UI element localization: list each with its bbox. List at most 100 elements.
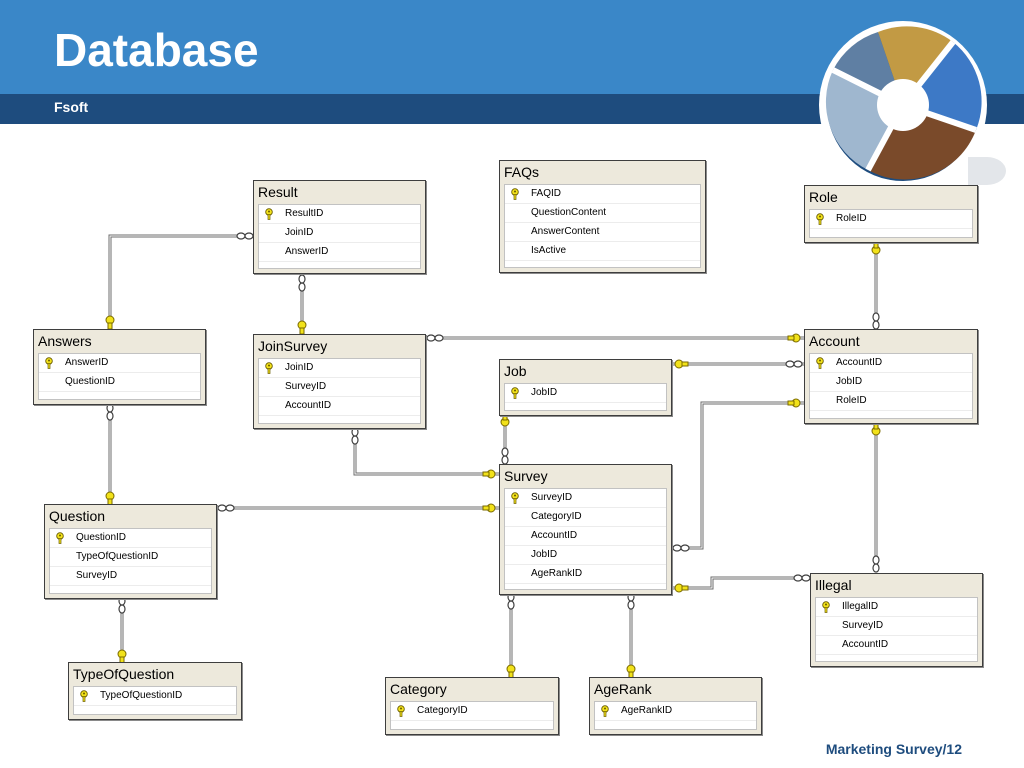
column-row[interactable]: AccountID [505,527,666,546]
row-gutter [505,223,523,241]
row-gutter [50,548,68,566]
row-gutter [816,636,834,654]
column-row[interactable]: IllegalID [816,598,977,617]
row-gutter [391,702,409,720]
row-gutter [259,224,277,242]
column-row[interactable]: IsActive [505,242,700,261]
column-list: JobID [504,383,667,411]
table-title: Answers [38,333,92,349]
column-row[interactable]: AgeRankID [595,702,756,721]
column-row[interactable]: SurveyID [816,617,977,636]
table-title: Category [390,681,447,697]
column-row[interactable]: JobID [505,546,666,565]
column-name: ResultID [285,208,324,219]
row-gutter [50,567,68,585]
column-name: TypeOfQuestionID [76,551,159,562]
column-row[interactable]: ResultID [259,205,420,224]
column-row[interactable]: RoleID [810,392,972,411]
infinity-end [217,504,227,512]
column-row[interactable]: QuestionID [39,373,200,392]
row-gutter [816,617,834,635]
column-name: AccountID [285,400,332,411]
column-row[interactable]: CategoryID [505,508,666,527]
column-row[interactable]: CategoryID [391,702,553,721]
column-name: JobID [531,387,558,398]
column-row[interactable]: AgeRankID [505,565,666,584]
primary-key-icon [265,208,273,220]
infinity-end [793,574,803,582]
column-row[interactable]: AnswerContent [505,223,700,242]
table-title: Result [258,184,298,200]
row-gutter [259,378,277,396]
column-row[interactable]: QuestionID [50,529,211,548]
column-name: JoinID [285,362,314,373]
column-name: AgeRankID [621,705,673,716]
column-row[interactable]: JoinID [259,224,420,243]
row-gutter [259,359,277,377]
column-row[interactable]: SurveyID [50,567,211,586]
column-list: AnswerID QuestionID [38,353,201,400]
column-row[interactable]: AccountID [810,354,972,373]
table-title: Illegal [815,577,852,593]
column-name: QuestionID [76,532,127,543]
column-name: RoleID [836,213,867,224]
row-gutter [505,489,523,507]
column-row[interactable]: AccountID [816,636,977,655]
table-title: TypeOfQuestion [73,666,175,682]
column-row[interactable]: JoinID [259,359,420,378]
column-row[interactable]: RoleID [810,210,972,229]
column-row[interactable]: AccountID [259,397,420,416]
column-name: CategoryID [531,511,582,522]
column-name: TypeOfQuestionID [100,690,183,701]
table-title: JoinSurvey [258,338,328,354]
rel-result-answers [108,234,252,328]
primary-key-icon [816,357,824,369]
column-row[interactable]: TypeOfQuestionID [50,548,211,567]
column-list: JoinID SurveyID AccountID [258,358,421,424]
column-list: QuestionID TypeOfQuestionID SurveyID [49,528,212,594]
infinity-end [785,360,795,368]
logo-swoosh [968,157,1006,185]
column-row[interactable]: AnswerID [259,243,420,262]
column-name: AccountID [842,639,889,650]
infinity-end [236,232,246,240]
column-row[interactable]: SurveyID [259,378,420,397]
column-list: RoleID [809,209,973,238]
column-row[interactable]: JobID [810,373,972,392]
column-row[interactable]: SurveyID [505,489,666,508]
row-gutter [74,687,92,705]
row-gutter [39,354,57,372]
infinity-end [298,274,306,284]
column-name: FAQID [531,188,562,199]
column-row[interactable]: FAQID [505,185,700,204]
table-title: AgeRank [594,681,652,697]
column-name: JobID [836,376,863,387]
column-row[interactable]: TypeOfQuestionID [74,687,236,706]
column-row[interactable]: AnswerID [39,354,200,373]
infinity-end [106,403,114,413]
column-name: IsActive [531,245,567,256]
table-title: Job [504,363,527,379]
column-row[interactable]: QuestionContent [505,204,700,223]
primary-key-icon [816,213,824,225]
column-row[interactable]: JobID [505,384,666,403]
column-name: AnswerID [65,357,109,368]
slide-subtitle: Fsoft [54,99,89,115]
infinity-end [501,447,509,457]
column-list: AgeRankID [594,701,757,730]
column-name: QuestionContent [531,207,607,218]
